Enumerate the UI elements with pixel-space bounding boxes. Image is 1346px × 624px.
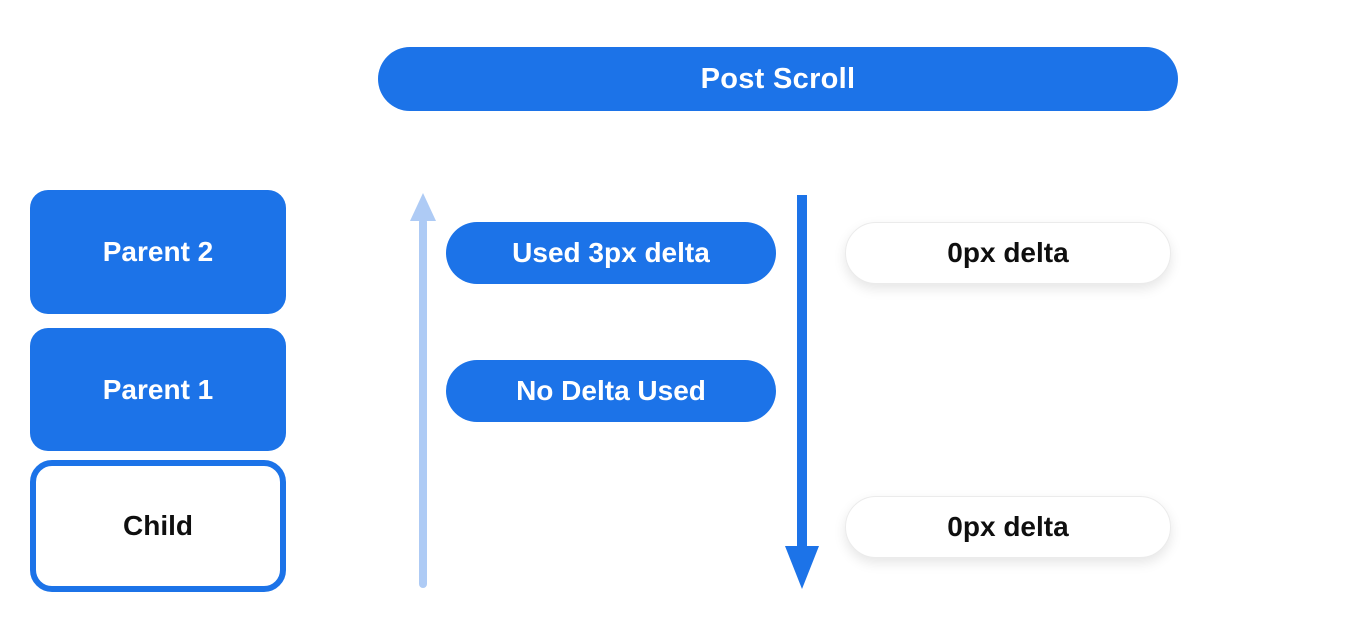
arrow-down-shaft (797, 195, 807, 547)
zero-px-delta-bottom-pill: 0px delta (845, 496, 1171, 558)
used-3px-delta-pill: Used 3px delta (446, 222, 776, 284)
arrow-up-shaft (419, 218, 427, 588)
arrow-up-icon (410, 193, 436, 221)
parent1-box: Parent 1 (30, 328, 286, 451)
arrow-down-icon (785, 546, 819, 589)
zero-px-delta-top-pill: 0px delta (845, 222, 1171, 284)
parent2-box: Parent 2 (30, 190, 286, 314)
no-delta-used-pill: No Delta Used (446, 360, 776, 422)
child-box: Child (30, 460, 286, 592)
post-scroll-header: Post Scroll (378, 47, 1178, 111)
